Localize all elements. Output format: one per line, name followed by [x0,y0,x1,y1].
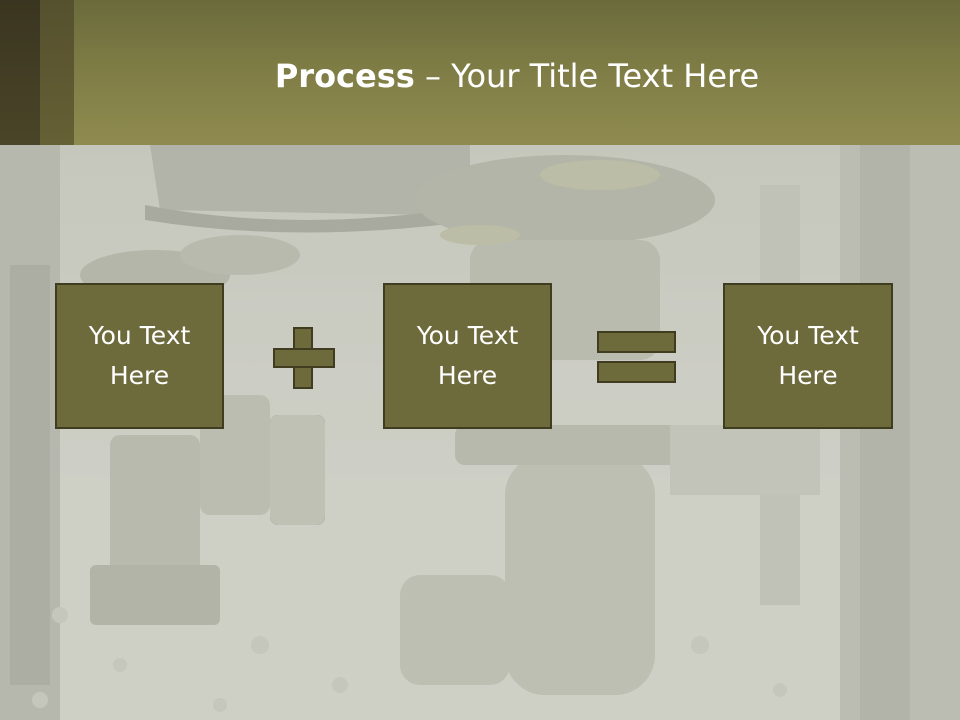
stone-lantern-illustration [0,145,960,720]
equals-bar-bottom [597,361,676,383]
equals-icon [597,331,676,383]
plus-icon [273,327,335,389]
process-box-3-label: You Text Here [757,321,859,390]
header-accent-mid [40,0,74,145]
title-bold: Process [274,57,415,95]
process-box-3[interactable]: You Text Here [723,283,893,429]
equals-bar-top [597,331,676,353]
photo-fade-overlay [0,145,960,720]
header-accent-dark [0,0,40,145]
process-box-1[interactable]: You Text Here [55,283,224,429]
title-banner: Process – Your Title Text Here [0,0,960,145]
process-box-1-label: You Text Here [88,321,191,390]
background-photo [0,145,960,720]
process-box-2-label: You Text Here [416,321,519,390]
title-rest: – Your Title Text Here [414,57,760,95]
process-box-2[interactable]: You Text Here [383,283,552,429]
slide-title: Process – Your Title Text Here [74,52,960,100]
